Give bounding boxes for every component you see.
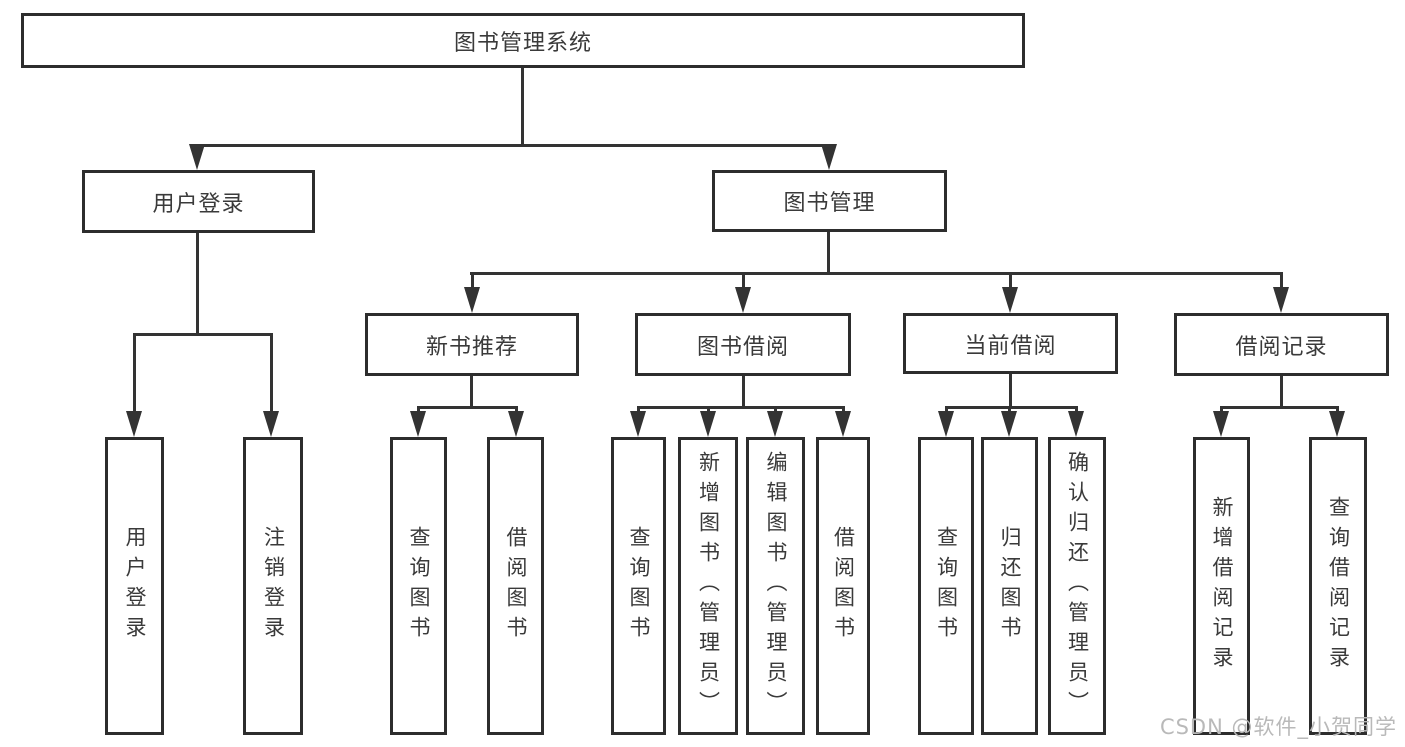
arrow-down-icon	[735, 287, 751, 313]
leaf-logout: 注销登录	[243, 437, 303, 735]
leaf-query-book-current: 查询图书	[918, 437, 974, 735]
node-new-book-recommend: 新书推荐	[365, 313, 579, 376]
leaf-label: 查询图书	[407, 526, 431, 646]
connector-book-trunk	[827, 231, 830, 274]
leaf-label: 编辑图书（管理员）	[764, 451, 788, 721]
leaf-label: 确认归还（管理员）	[1065, 451, 1090, 721]
connector-drop	[133, 333, 136, 415]
connector-trunk	[1009, 374, 1012, 408]
leaf-label: 借阅图书	[831, 526, 856, 646]
leaf-borrow-book: 借阅图书	[816, 437, 870, 735]
arrow-down-icon	[700, 411, 716, 437]
node-user-login: 用户登录	[82, 170, 315, 233]
leaf-label: 查询借阅记录	[1326, 496, 1351, 676]
connector-drop	[1280, 272, 1283, 290]
connector-rail	[945, 406, 1078, 409]
connector-user-trunk	[196, 232, 199, 335]
connector-l3-rail	[470, 272, 1283, 275]
leaf-label: 用户登录	[123, 526, 147, 646]
arrow-down-icon	[410, 411, 426, 437]
arrow-down-icon	[767, 411, 783, 437]
leaf-query-book-borrow: 查询图书	[611, 437, 666, 735]
node-book-management: 图书管理	[712, 170, 947, 232]
connector-rail	[417, 406, 518, 409]
arrow-down-icon	[835, 411, 851, 437]
connector-trunk	[742, 376, 745, 408]
connector-trunk	[470, 376, 473, 408]
arrow-down-icon	[126, 411, 142, 437]
node-book-borrow: 图书借阅	[635, 313, 851, 376]
connector-drop	[471, 272, 474, 290]
leaf-return-book: 归还图书	[981, 437, 1038, 735]
node-root: 图书管理系统	[21, 13, 1025, 68]
arrow-down-icon	[1273, 287, 1289, 313]
leaf-add-book-admin: 新增图书（管理员）	[678, 437, 738, 735]
leaf-label: 查询图书	[627, 526, 651, 646]
leaf-add-borrow-record: 新增借阅记录	[1193, 437, 1250, 735]
arrow-down-icon	[630, 411, 646, 437]
node-borrow-records: 借阅记录	[1174, 313, 1389, 376]
leaf-borrow-book-recommend: 借阅图书	[487, 437, 544, 735]
leaf-query-borrow-record: 查询借阅记录	[1309, 437, 1367, 735]
arrow-down-icon	[189, 144, 205, 170]
connector-drop	[1009, 272, 1012, 290]
connector-user-rail	[133, 333, 273, 336]
leaf-query-book-recommend: 查询图书	[390, 437, 447, 735]
node-current-borrow: 当前借阅	[903, 313, 1118, 374]
arrow-down-icon	[508, 411, 524, 437]
connector-l2-rail	[196, 144, 835, 147]
leaf-label: 注销登录	[261, 526, 286, 646]
csdn-watermark: CSDN @软件_小贺同学	[1159, 715, 1397, 739]
arrow-down-icon	[263, 411, 279, 437]
connector-trunk	[1280, 376, 1283, 408]
arrow-down-icon	[1068, 411, 1084, 437]
connector-rail	[637, 406, 845, 409]
connector-drop	[270, 333, 273, 415]
leaf-label: 借阅图书	[504, 526, 528, 646]
connector-rail	[1220, 406, 1339, 409]
arrow-down-icon	[1001, 411, 1017, 437]
connector-drop	[742, 272, 745, 290]
leaf-user-login: 用户登录	[105, 437, 164, 735]
arrow-down-icon	[1213, 411, 1229, 437]
leaf-label: 新增图书（管理员）	[696, 451, 721, 721]
arrow-down-icon	[1002, 287, 1018, 313]
connector-root-trunk	[521, 68, 524, 146]
leaf-label: 新增借阅记录	[1210, 496, 1234, 676]
arrow-down-icon	[1329, 411, 1345, 437]
arrow-down-icon	[938, 411, 954, 437]
leaf-confirm-return-admin: 确认归还（管理员）	[1048, 437, 1106, 735]
leaf-label: 查询图书	[934, 526, 959, 646]
arrow-down-icon	[821, 144, 837, 170]
leaf-label: 归还图书	[998, 526, 1022, 646]
leaf-edit-book-admin: 编辑图书（管理员）	[746, 437, 805, 735]
arrow-down-icon	[464, 287, 480, 313]
